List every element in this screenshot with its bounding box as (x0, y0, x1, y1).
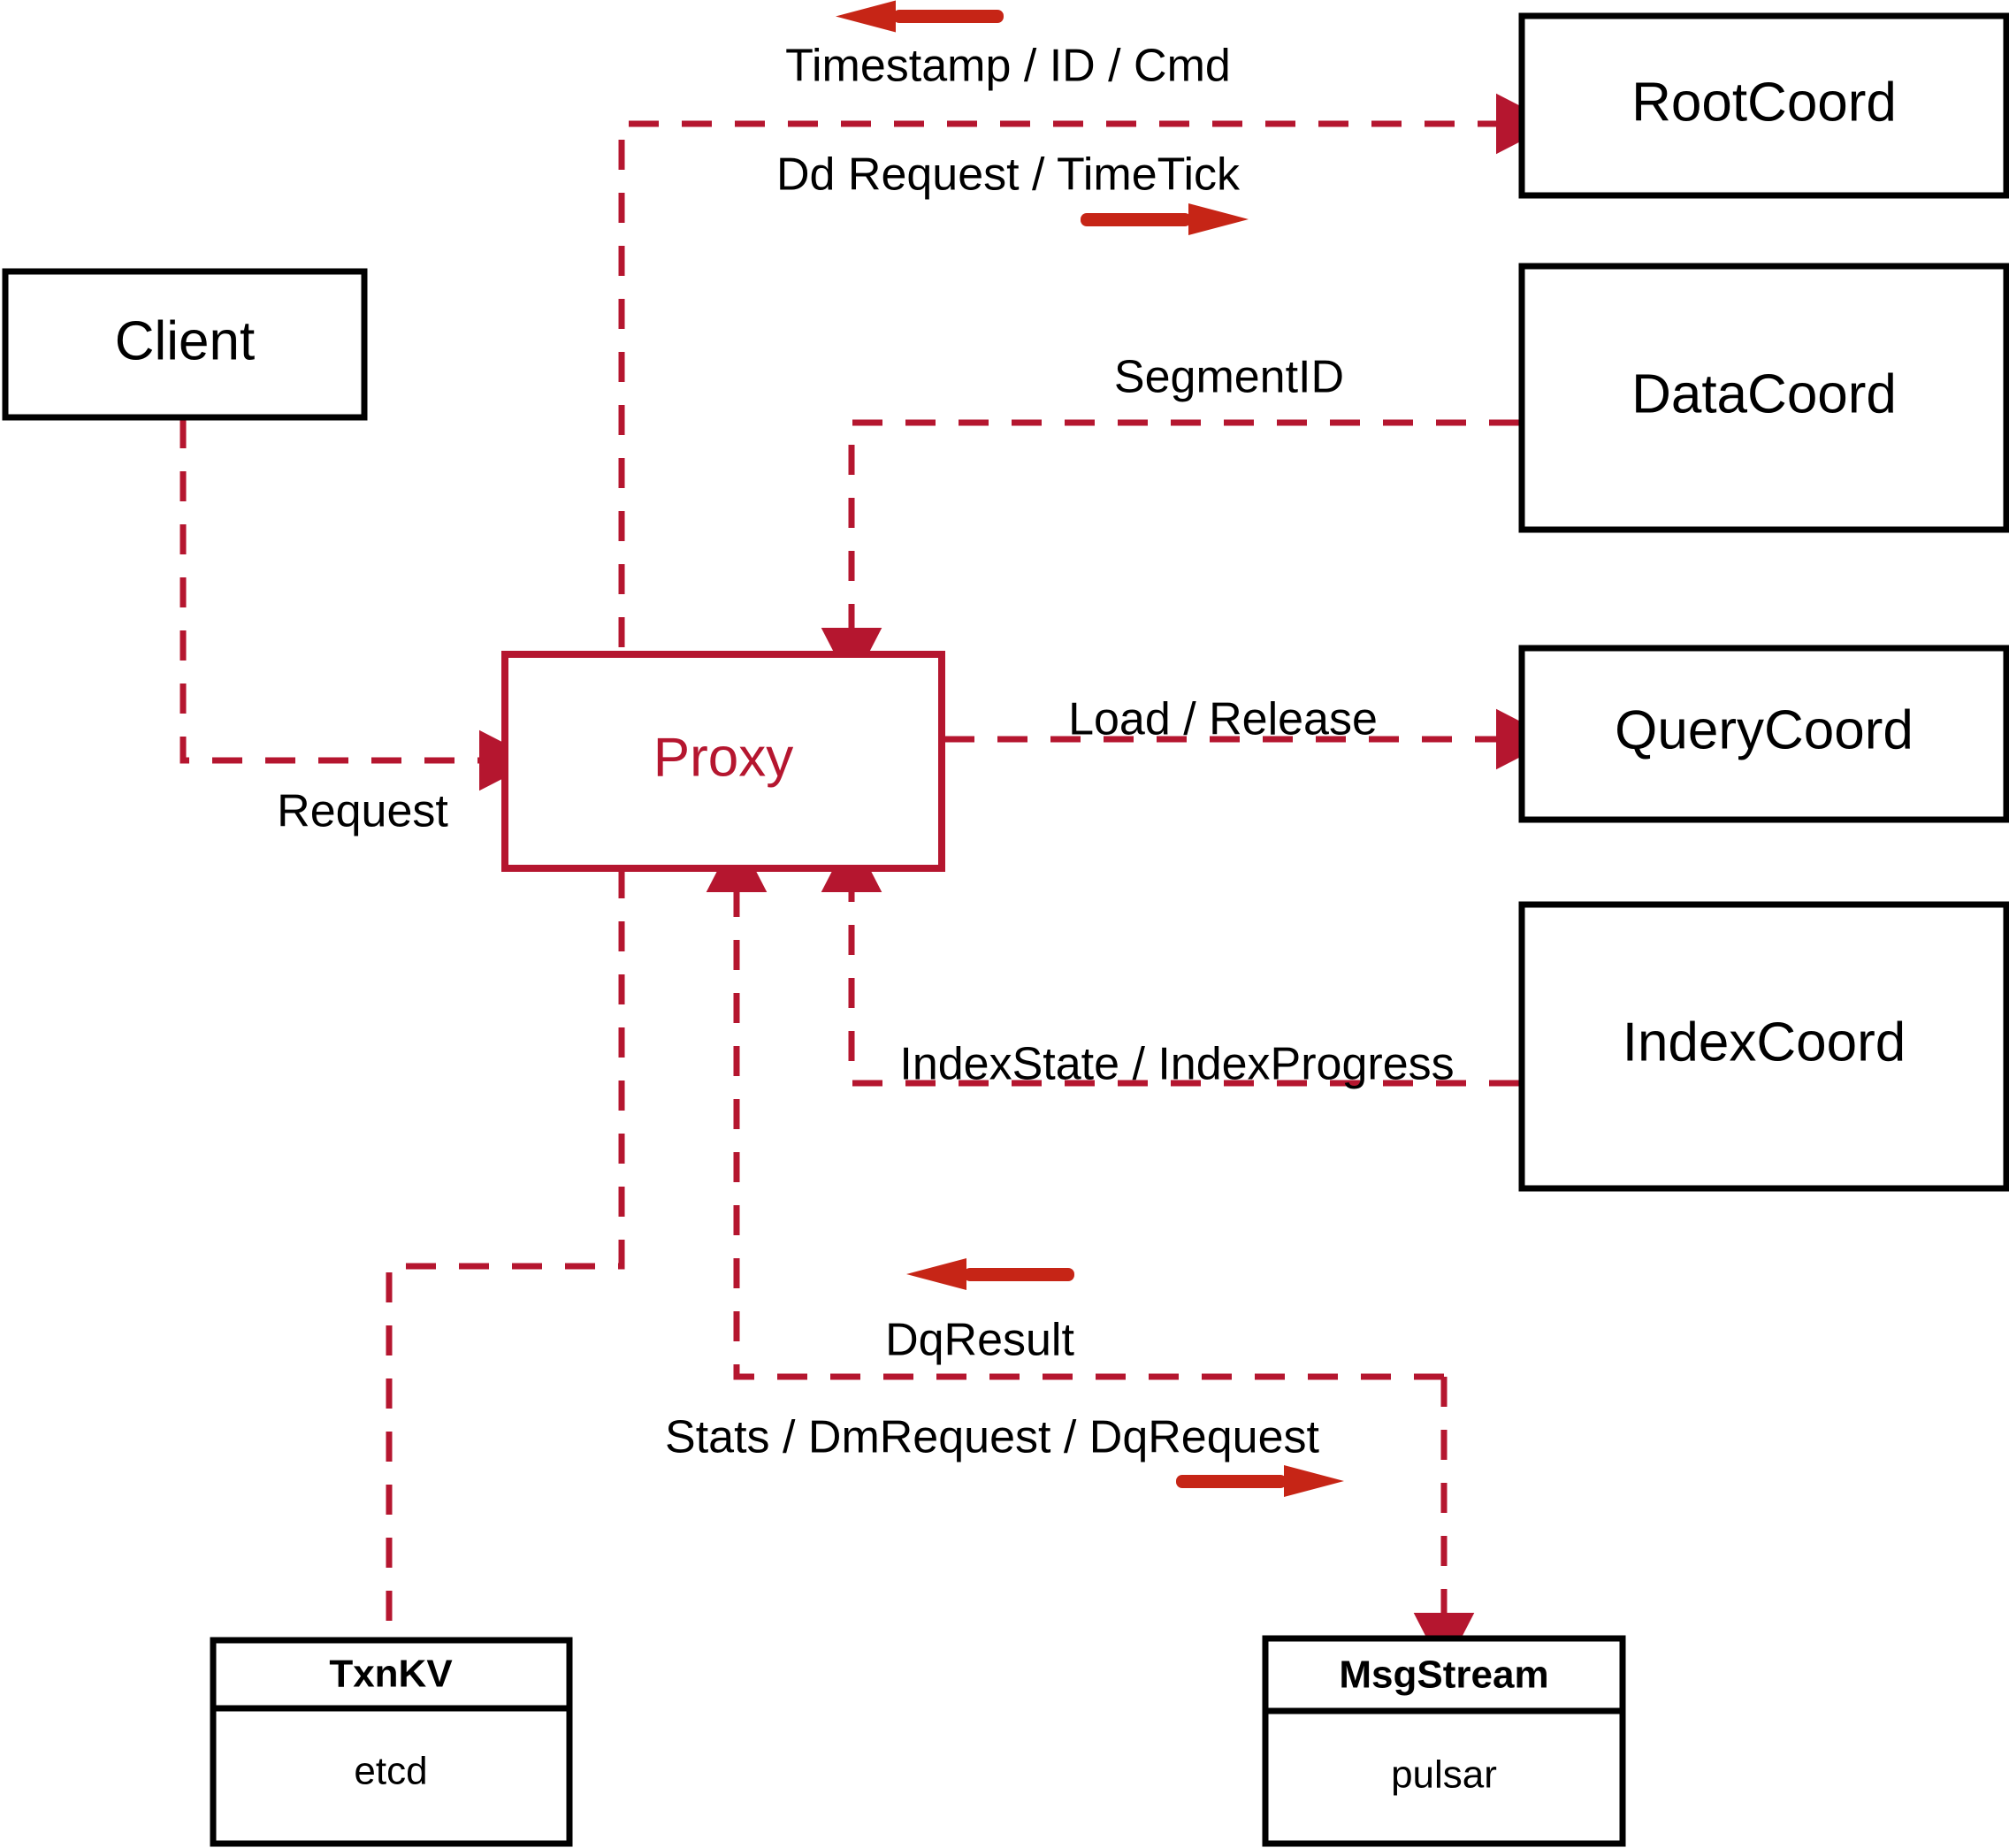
node-querycoord[interactable] (1518, 645, 2009, 823)
edge-label-dd-request-timetick: Dd Request / TimeTick (776, 149, 1241, 201)
node-txnkv-header: TxnKV (329, 1653, 453, 1696)
node-proxy-label: Proxy (653, 727, 793, 788)
node-msgstream[interactable] (1262, 1635, 1626, 1847)
node-msgstream-body: pulsar (1391, 1753, 1497, 1797)
solid-arrow-timetick (1081, 203, 1249, 235)
edge-label-load-release: Load / Release (1068, 694, 1378, 745)
edge-label-request: Request (277, 786, 448, 837)
node-client[interactable] (2, 268, 368, 421)
node-rootcoord[interactable] (1518, 12, 2009, 199)
edge-label-indexstate: IndexState / IndexProgress (899, 1039, 1454, 1090)
node-proxy[interactable] (501, 651, 945, 872)
solid-arrow-timestamp (836, 0, 1004, 33)
node-rootcoord-label: RootCoord (1631, 72, 1897, 133)
edge-indexcoord-to-proxy (821, 833, 1519, 1087)
edge-datacoord-to-proxy (821, 419, 1519, 687)
edge-label-timestamp-id-cmd: Timestamp / ID / Cmd (785, 41, 1231, 92)
solid-arrow-dqrequest (1176, 1465, 1344, 1497)
node-txnkv-body: etcd (354, 1750, 427, 1793)
edge-label-segmentid: SegmentID (1114, 352, 1344, 403)
edge-label-dqresult: DqResult (885, 1315, 1074, 1366)
node-client-label: Client (115, 310, 256, 371)
node-datacoord[interactable] (1518, 263, 2009, 533)
node-msgstream-header: MsgStream (1339, 1653, 1548, 1697)
node-datacoord-label: DataCoord (1631, 363, 1897, 424)
node-indexcoord-label: IndexCoord (1623, 1012, 1906, 1073)
solid-arrow-dqresult (906, 1258, 1074, 1290)
node-indexcoord[interactable] (1518, 901, 2009, 1192)
edge-msgstream-to-proxy (706, 833, 1444, 1380)
node-querycoord-label: QueryCoord (1615, 699, 1914, 760)
edge-proxy-to-txnkv (386, 868, 625, 1638)
edge-client-to-proxy (180, 418, 539, 791)
node-txnkv[interactable] (210, 1637, 573, 1847)
edge-proxy-to-rootcoord (618, 93, 1555, 647)
edge-label-stats-dm-dq: Stats / DmRequest / DqRequest (665, 1412, 1319, 1463)
